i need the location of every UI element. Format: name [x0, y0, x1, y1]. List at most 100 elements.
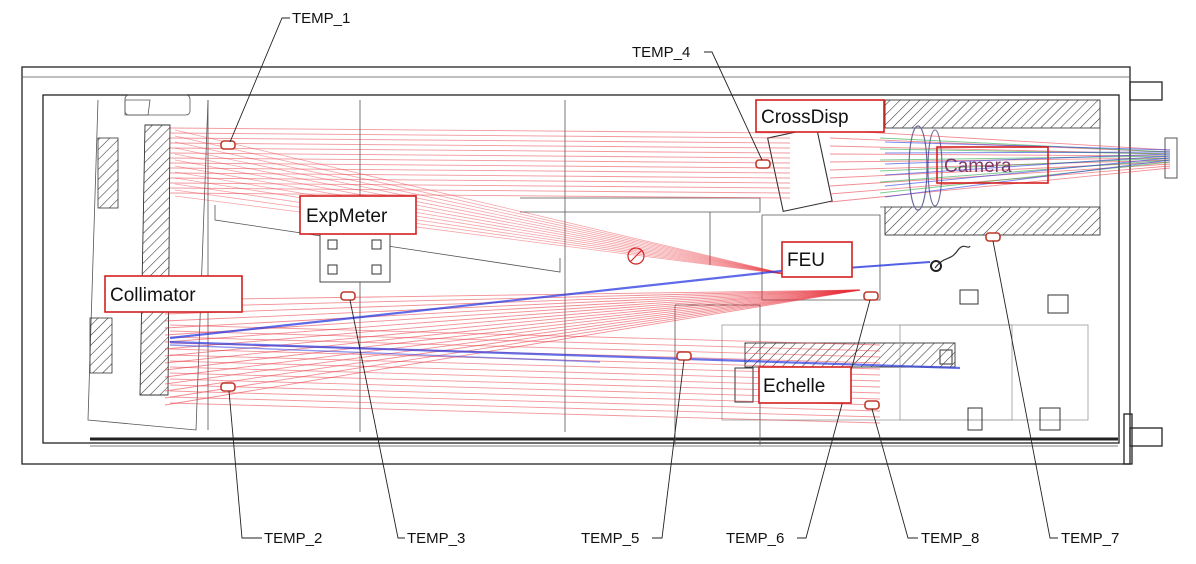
fiber-port-bottom: [1129, 427, 1163, 447]
temp-5-leader: [652, 359, 685, 539]
ray-fold: [174, 159, 791, 276]
temp-5-sensor: [676, 351, 692, 361]
temp-5-label: TEMP_5: [581, 530, 639, 547]
temp-6-leader: [797, 299, 871, 539]
ray-collimator-crossdisp: [169, 132, 791, 139]
ray-camera-green: [879, 137, 1171, 153]
ray-collimator-crossdisp: [169, 137, 791, 144]
ray-collimator-crossdisp: [169, 172, 791, 179]
expmeter-tag: ExpMeter: [299, 195, 417, 235]
temp-8-sensor: [864, 400, 880, 410]
ray-camera-blue: [884, 157, 1171, 187]
temp-3-sensor: [340, 291, 356, 301]
ray-collimator-crossdisp: [169, 167, 791, 174]
ray-collimator-echelle: [169, 330, 881, 352]
ray-fold: [174, 129, 791, 276]
ray-camera-green: [879, 155, 1171, 161]
temp-2-leader: [228, 390, 262, 539]
ray-camera-blue: [884, 159, 1171, 198]
temp-1-sensor: [220, 140, 236, 150]
ray-fold: [174, 165, 791, 276]
ray-feu-collimator: [164, 289, 861, 322]
ray-feu-collimator: [164, 289, 861, 336]
ray-fold: [174, 189, 791, 276]
temp-3-label: TEMP_3: [407, 530, 465, 547]
ray-camera-blue: [884, 141, 1171, 151]
ray-collimator-crossdisp: [169, 152, 791, 159]
ray-camera-blue: [884, 151, 1171, 154]
ray-fold: [174, 171, 791, 276]
feu-label: FEU: [787, 250, 825, 271]
ray-feu-collimator: [164, 289, 861, 378]
ray-feu-collimator: [164, 289, 861, 308]
temp-1-label: TEMP_1: [292, 10, 350, 27]
ray-collimator-crossdisp: [169, 192, 791, 199]
temp-7-label: TEMP_7: [1061, 530, 1119, 547]
ray-blue-d: [169, 344, 601, 363]
ray-feu-collimator: [164, 289, 861, 399]
ray-collimator-echelle: [169, 336, 881, 358]
ray-collimator-crossdisp: [169, 177, 791, 184]
sensor-labels: TEMP_1 TEMP_2 TEMP_3 TEMP_4 TEMP_5 TEMP_…: [264, 10, 1119, 547]
temp-8-leader: [871, 408, 918, 539]
ray-camera-green: [879, 148, 1171, 155]
ray-collimator-crossdisp: [169, 182, 791, 189]
ray-feu-collimator: [164, 289, 861, 371]
temp-4-leader: [704, 51, 763, 161]
crossdisp-label: CrossDisp: [761, 107, 849, 128]
ray-fold: [174, 177, 791, 276]
ray-camera-green: [879, 157, 1171, 172]
ray-collimator-echelle: [169, 396, 881, 418]
feu-tag: FEU: [781, 241, 853, 278]
ray-feu-collimator: [164, 289, 861, 406]
inner-frame: [42, 94, 1120, 444]
light-ray-bundles: [164, 127, 1171, 424]
crossdisp-tag: CrossDisp: [755, 99, 885, 133]
ray-feu-collimator: [164, 289, 861, 329]
temp-7-sensor: [985, 232, 1001, 242]
ray-camera-blue: [884, 153, 1171, 165]
camera-tag: Camera: [936, 146, 1049, 184]
ray-blue-b: [169, 340, 961, 370]
feu-mount: [761, 214, 881, 301]
ray-camera-blue: [884, 155, 1171, 176]
ray-collimator-crossdisp: [169, 162, 791, 169]
collimator-mirror: [139, 124, 171, 396]
temp-6-sensor: [863, 291, 879, 301]
ray-collimator-crossdisp: [169, 187, 791, 194]
sensor-leader-lines: [228, 17, 1058, 539]
temp-4-sensor: [755, 159, 771, 169]
ray-fold: [174, 195, 791, 276]
expmeter-label: ExpMeter: [306, 206, 388, 227]
ray-camera-green: [879, 159, 1171, 183]
outer-frame: [21, 66, 1131, 465]
ray-camera-green: [879, 161, 1171, 194]
camera-barrel-bottom: [884, 206, 1101, 236]
ray-feu-collimator: [164, 289, 861, 364]
ray-collimator-echelle: [169, 390, 881, 412]
ray-collimator-crossdisp: [169, 157, 791, 164]
crossdisp-prism: [766, 126, 833, 213]
collimator-label: Collimator: [110, 285, 196, 306]
temp-3-leader: [349, 299, 405, 539]
temp-1-leader: [229, 17, 290, 143]
temp-6-label: TEMP_6: [726, 530, 784, 547]
collimator-mount: [87, 99, 209, 431]
bench-structure: [87, 94, 1178, 445]
camera-barrel-top: [884, 99, 1101, 129]
ray-collimator-crossdisp: [169, 142, 791, 149]
ray-feu-collimator: [164, 289, 861, 385]
temp-8-label: TEMP_8: [921, 530, 979, 547]
echelle-label: Echelle: [763, 376, 825, 397]
ray-fold: [174, 141, 791, 276]
temp-7-leader: [992, 240, 1058, 539]
ray-fold: [174, 153, 791, 276]
ray-camera-red: [829, 129, 1171, 151]
ray-feu-collimator: [164, 289, 861, 315]
collimator-tag: Collimator: [104, 275, 243, 313]
ray-blue-a: [169, 268, 791, 340]
ray-collimator-crossdisp: [169, 127, 791, 134]
ray-fold: [174, 183, 791, 276]
